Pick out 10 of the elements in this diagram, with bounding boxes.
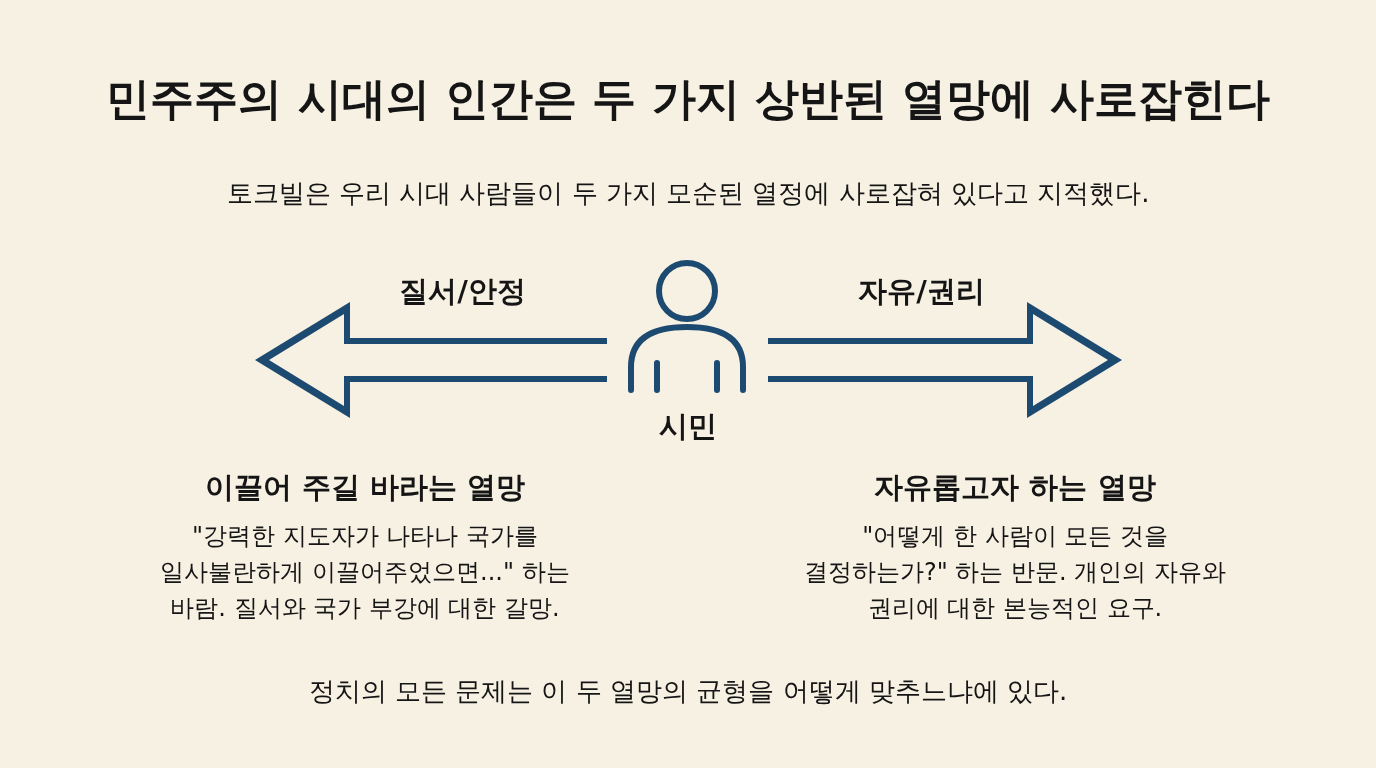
description-text: "강력한 지도자가 나타나 국가를 일사불란하게 이끌어주었으면..." 하는 바람. 질서와 국가 부강에 대한 갈망. xyxy=(159,521,571,624)
title: 민주주의 시대의 인간은 두 가지 상반된 열망에 사로잡힌다 xyxy=(105,72,1271,126)
block-arrow xyxy=(768,302,1122,418)
heading: 이끌어 주길 바라는 열망 xyxy=(203,469,527,506)
block-arrow xyxy=(255,302,607,418)
person-caption: 시민 xyxy=(658,409,717,443)
conclusion-text: 정치의 모든 문제는 이 두 열망의 균형을 어떻게 맞추느냐에 있다. xyxy=(307,675,1069,708)
description-text: "어떻게 한 사람이 모든 것을 결정하는가?" 하는 반문. 개인의 자유와 권리에 대한 본능적인 요구. xyxy=(803,521,1227,624)
subtitle: 토크빌은 우리 시대 사람들이 두 가지 모순된 열정에 사로잡혀 있다고 지적했다. xyxy=(225,177,1151,210)
heading: 자유롭고자 하는 열망 xyxy=(873,469,1157,506)
